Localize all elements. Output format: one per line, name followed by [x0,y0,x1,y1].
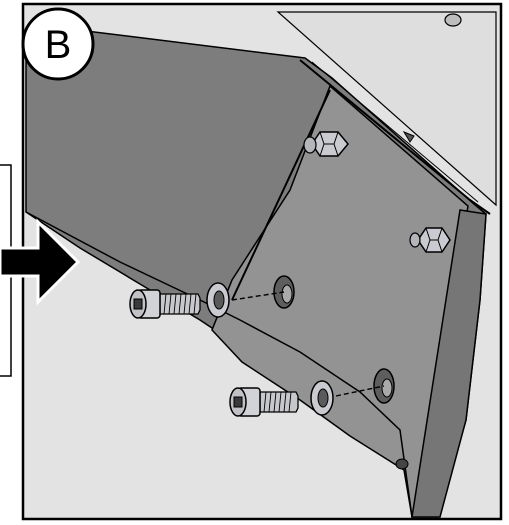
housing-fastener-hole [444,13,462,27]
hex-nut-icon [303,131,349,157]
socket-cap-screw-icon [229,387,299,417]
detail-view-frame [21,2,503,521]
edge-tab [402,130,415,143]
socket-cap-screw-icon [129,289,201,319]
side-flange [411,209,487,518]
flat-washer-icon [310,380,334,416]
flat-washer-icon [206,282,230,318]
alignment-line-upper [231,291,285,301]
upper-housing-surface [276,11,497,207]
plate-fold-line [231,89,331,301]
hex-nut-icon [409,227,451,253]
step-badge-label: B [45,23,72,67]
alignment-line-lower [335,385,385,397]
plate-top-edge [299,59,491,215]
plate-top-bevel [311,61,479,203]
housing-lower-edge [25,211,413,518]
lower-corner-notch [395,458,409,470]
arrow-right-icon [0,218,81,306]
step-badge: B [21,7,95,81]
